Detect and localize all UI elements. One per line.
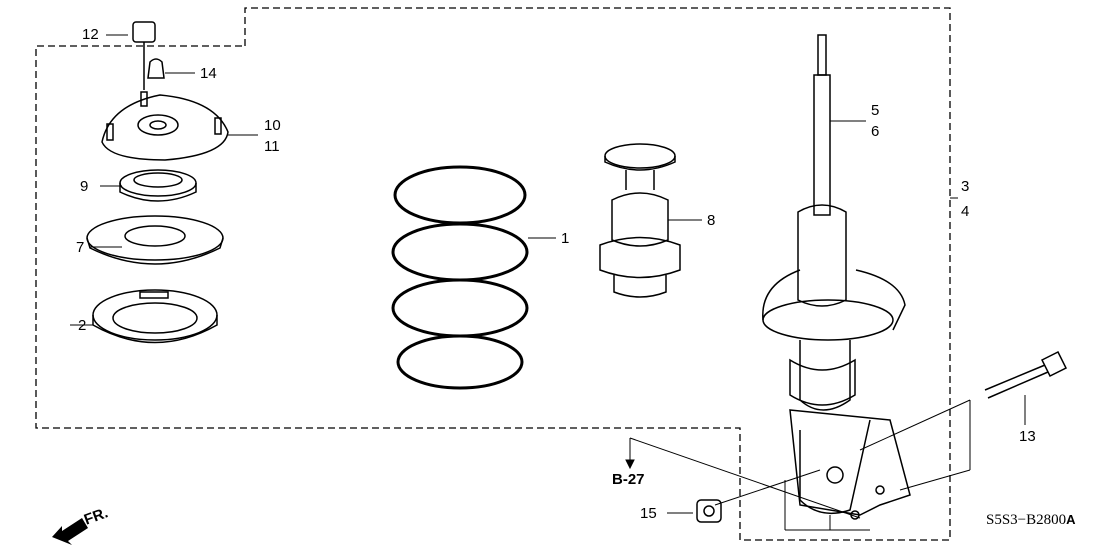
callout-13: 13 xyxy=(1019,428,1036,445)
part-7-spring-seat xyxy=(86,215,224,265)
part-15-nut xyxy=(696,499,722,523)
callout-1: 1 xyxy=(561,230,570,247)
callout-15: 15 xyxy=(640,505,657,522)
part-10-mount-base xyxy=(101,91,229,161)
callout-2: 2 xyxy=(78,317,87,334)
part-1-coil-spring xyxy=(391,165,529,390)
callout-3: 3 xyxy=(961,178,970,195)
diagram-code: S5S3−B2800A xyxy=(986,512,1076,529)
callout-4: 4 xyxy=(961,203,970,220)
callout-11: 11 xyxy=(264,138,280,155)
part-12-nut xyxy=(132,21,156,90)
callout-7: 7 xyxy=(76,239,85,256)
callout-9: 9 xyxy=(80,178,89,195)
callout-14: 14 xyxy=(200,65,217,82)
part-8-bump-stop xyxy=(599,143,681,298)
callout-10: 10 xyxy=(264,117,281,134)
diagram-code-main: S5S3−B2800 xyxy=(986,512,1067,528)
part-9-bearing xyxy=(119,169,197,202)
callout-6: 6 xyxy=(871,123,880,140)
callout-12: 12 xyxy=(82,26,99,43)
callout-5: 5 xyxy=(871,102,880,119)
part-14-bushing xyxy=(147,58,165,79)
assembly-boundary xyxy=(35,7,951,541)
leader-lines xyxy=(70,34,1026,531)
callout-8: 8 xyxy=(707,212,716,229)
diagram-code-suffix: A xyxy=(1066,512,1076,527)
part-13-bolt xyxy=(984,350,1068,399)
part-2-spring-mount-rubber xyxy=(92,289,218,344)
front-arrow-icon xyxy=(52,518,88,545)
reference-b27-link[interactable]: B-27 xyxy=(612,471,645,488)
part-3-strut-assembly xyxy=(762,34,911,520)
